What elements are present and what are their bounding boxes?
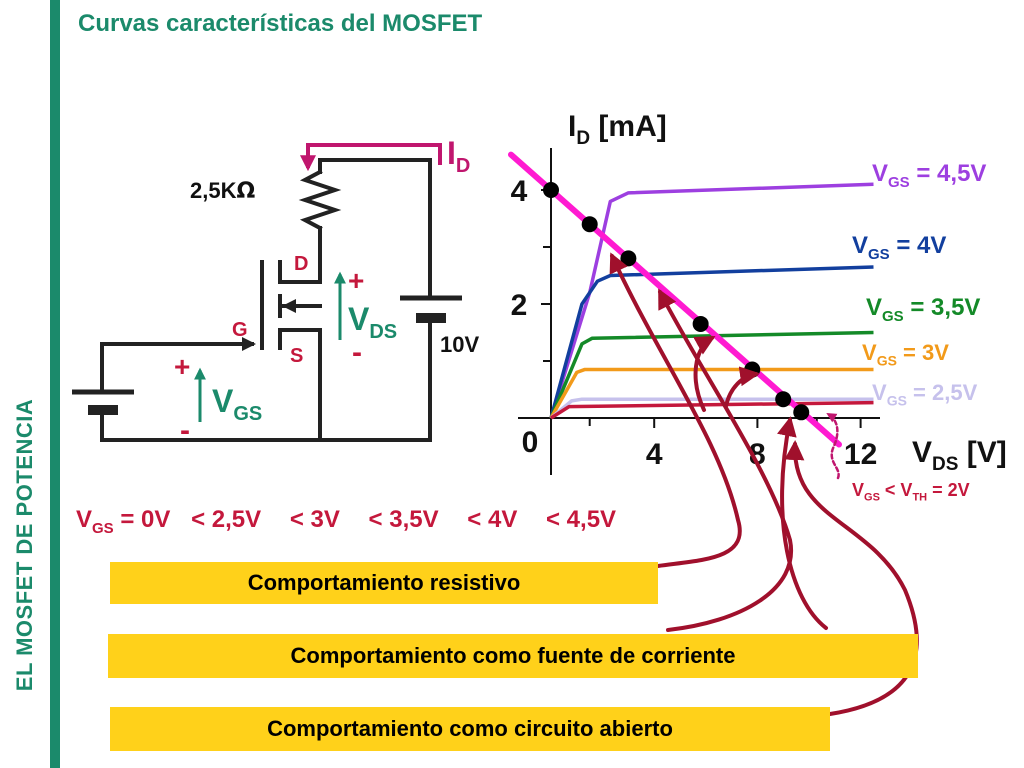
drain-current-arrow — [300, 143, 442, 172]
arrow-open-circuit-1 — [784, 440, 919, 716]
series-curve — [549, 367, 874, 419]
behavior-arrows — [609, 252, 919, 716]
series-curve — [550, 400, 874, 420]
page-title: Curvas características del MOSFET — [78, 10, 483, 37]
y-axis-label: ID [mA] — [568, 110, 667, 149]
resistor-label: 2,5KΩ — [190, 178, 255, 204]
drain-terminal-label: D — [294, 253, 308, 275]
operating-point — [620, 250, 637, 267]
left-accent-bar — [50, 0, 60, 768]
series-label: VGS = 3,5V — [866, 294, 981, 325]
operating-point — [775, 391, 792, 408]
operating-point — [543, 182, 559, 198]
operating-point — [793, 404, 810, 421]
curves — [549, 182, 874, 420]
arrow-resistive-1 — [609, 252, 742, 568]
source-terminal-label: S — [290, 345, 303, 367]
series-label: VGS = 4,5V — [872, 160, 987, 191]
series-label: VGS = 4V — [852, 232, 947, 263]
gate-terminal-label: G — [232, 319, 248, 341]
vgs-plus: + — [174, 351, 190, 382]
body-arrowhead — [282, 299, 296, 313]
inequality-item: < 4V — [467, 506, 518, 533]
gate-arrowhead — [242, 337, 256, 351]
arrow-current-source-4 — [777, 416, 828, 630]
series-label: VGS < VTH = 2V — [852, 480, 970, 504]
arrow-current-source-3 — [724, 366, 760, 408]
arrow-vth — [826, 412, 840, 480]
inequality-item: < 3V — [289, 506, 340, 533]
series-label: VGS = 2,5V — [872, 380, 978, 409]
arrow-current-source-2 — [693, 336, 716, 412]
x-tick-label: 12 — [844, 438, 877, 471]
series-label: VGS = 3V — [862, 340, 949, 369]
y-tick-label: 2 — [511, 289, 528, 322]
vgs-minus: - — [180, 414, 190, 447]
current-source-behavior-box: Comportamiento como fuente de corriente — [108, 634, 918, 678]
vds-label: VDS — [348, 301, 397, 343]
arrow-current-source-1 — [658, 288, 794, 632]
wire-top — [318, 158, 432, 300]
vds-plus: + — [348, 265, 364, 296]
open-circuit-behavior-box: Comportamiento como circuito abierto — [110, 707, 830, 751]
series-curve — [549, 330, 874, 419]
resistive-behavior-box: Comportamiento resistivo — [110, 562, 658, 604]
x-axis-label: VDS [V] — [912, 436, 1007, 475]
series-curve — [549, 182, 874, 419]
wire-drain — [278, 226, 322, 284]
wire-vgs-bottom — [100, 408, 322, 442]
vds-minus: - — [352, 336, 362, 369]
wire-source — [278, 328, 322, 442]
series-curve — [549, 265, 874, 419]
battery-10v-label: 10V — [440, 332, 479, 357]
x-tick-label: 8 — [749, 438, 766, 471]
inequality-item: < 2,5V — [191, 506, 262, 533]
inequality-item: < 4,5V — [546, 506, 617, 533]
inequality-item: < 3,5V — [368, 506, 439, 533]
vgs-label: VGS — [212, 383, 262, 425]
wire-battery-bottom — [318, 316, 432, 442]
resistor — [298, 169, 342, 231]
inequality-row: VGS = 0V < 2,5V < 3V < 3,5V < 4V < 4,5V — [76, 506, 616, 537]
circuit — [100, 158, 432, 442]
operating-point — [581, 216, 598, 233]
operating-point — [692, 315, 709, 332]
drain-current-label: ID — [447, 135, 470, 177]
x-tick-label: 4 — [646, 438, 663, 471]
origin-label: 0 — [522, 426, 539, 459]
y-tick-label: 4 — [511, 175, 528, 208]
ticks: 4 8 12 2 4 — [511, 175, 878, 471]
inequality-first: VGS = 0V — [76, 506, 171, 537]
